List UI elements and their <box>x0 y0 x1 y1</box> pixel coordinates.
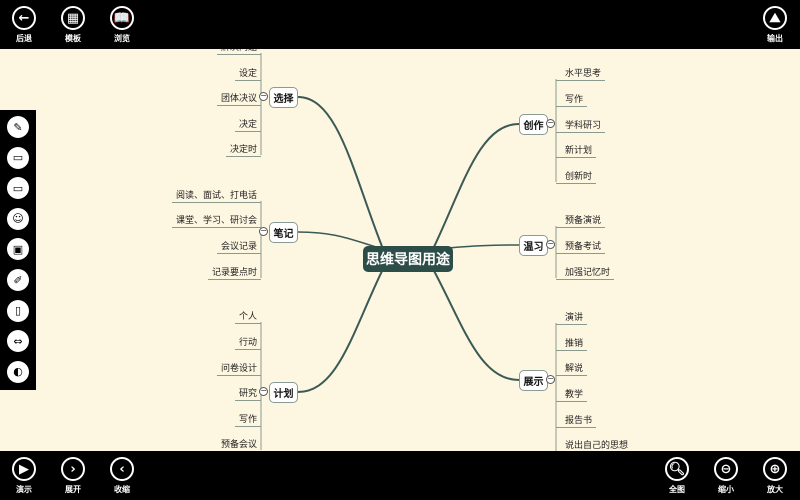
subtopic[interactable]: 写作 <box>234 412 261 427</box>
subtopic[interactable]: 决定 <box>234 117 261 132</box>
central-topic[interactable]: 思维导图用途 <box>363 246 453 272</box>
subtopic[interactable]: 学科研习 <box>556 118 606 133</box>
zoom-out-button[interactable]: ⊖缩小 <box>704 451 748 495</box>
note-icon[interactable]: ✐ <box>7 269 29 291</box>
branch-topic[interactable]: 展示 <box>519 370 548 391</box>
subtopic[interactable]: 问卷设计 <box>216 361 261 376</box>
book-icon: 📖 <box>110 6 134 30</box>
branch-topic[interactable]: 温习 <box>519 235 548 256</box>
subtopic[interactable]: 水平思考 <box>556 66 606 81</box>
link-icon[interactable]: ⇔ <box>7 330 29 353</box>
subtopic[interactable]: 团体决议 <box>216 91 261 106</box>
present-button[interactable]: ▶演示 <box>2 451 46 495</box>
export-button[interactable]: ⛰输出 <box>753 0 797 44</box>
emoji-icon[interactable]: ☺ <box>7 207 29 230</box>
mindmap-canvas[interactable]: 选择−解决问题设定团体决议决定决定时笔记−阅读、面试、打电话课堂、学习、研讨会会… <box>0 49 800 451</box>
subtopic[interactable]: 预备会议 <box>217 437 261 451</box>
subtopic[interactable]: 教学 <box>556 387 588 402</box>
back-arrow-icon: ← <box>12 6 36 30</box>
collapse-toggle-icon[interactable]: − <box>259 386 268 396</box>
branch-topic[interactable]: 创作 <box>519 114 548 135</box>
chevron-right-icon: › <box>61 457 85 481</box>
subtopic[interactable]: 决定时 <box>225 142 261 157</box>
export-image-icon: ⛰ <box>763 6 787 30</box>
browse-button[interactable]: 📖浏览 <box>100 0 144 44</box>
subtopic[interactable]: 研究 <box>234 386 261 401</box>
subtopic[interactable]: 创新时 <box>556 169 597 184</box>
subtopic[interactable]: 推销 <box>556 336 588 351</box>
branch-connector <box>297 268 384 393</box>
add-subtopic-icon[interactable]: ▭ <box>7 146 29 169</box>
branch-topic[interactable]: 笔记 <box>269 222 298 243</box>
add-sibling-icon[interactable]: ▭ <box>7 177 29 200</box>
back-button[interactable]: ←后退 <box>2 0 46 44</box>
subtopic[interactable]: 会议记录 <box>216 239 261 254</box>
subtopic[interactable]: 设定 <box>234 66 261 81</box>
collapse-toggle-icon[interactable]: − <box>546 239 555 249</box>
pencil-icon[interactable]: ✎ <box>7 116 29 138</box>
connector-lines <box>260 53 557 451</box>
subtopic[interactable]: 记录要点时 <box>207 265 261 280</box>
subtopic[interactable]: 预备演说 <box>556 213 606 228</box>
style-icon[interactable]: ◐ <box>7 360 29 383</box>
branch-connector <box>432 268 520 381</box>
subtopic[interactable]: 课堂、学习、研讨会 <box>171 213 261 228</box>
subtopic[interactable]: 说出自己的思想 <box>556 438 632 451</box>
subtopic[interactable]: 行动 <box>234 335 261 350</box>
attachment-icon[interactable]: ▯ <box>7 299 29 322</box>
subtopic[interactable]: 新计划 <box>556 143 597 158</box>
subtopic[interactable]: 演讲 <box>556 310 588 325</box>
branch-connector <box>432 123 520 250</box>
bottom-toolbar: ▶演示 ›展开 ‹收缩 🔍︎全图 ⊖缩小 ⊕放大 <box>0 451 800 500</box>
expand-button[interactable]: ›展开 <box>51 451 95 495</box>
chevron-left-icon: ‹ <box>110 457 134 481</box>
image-icon[interactable]: ▣ <box>7 238 29 261</box>
subtopic[interactable]: 写作 <box>556 92 588 107</box>
branch-connector <box>297 96 384 250</box>
subtopic[interactable]: 报告书 <box>556 413 597 428</box>
template-button[interactable]: ▦模板 <box>51 0 95 44</box>
subtopic[interactable]: 解决问题 <box>216 49 261 55</box>
branch-topic[interactable]: 计划 <box>269 382 298 403</box>
play-icon: ▶ <box>12 457 36 481</box>
zoom-in-icon: ⊕ <box>763 457 787 481</box>
zoom-out-icon: ⊖ <box>714 457 738 481</box>
template-grid-icon: ▦ <box>61 6 85 30</box>
tool-palette: ✎ ▭ ▭ ☺ ▣ ✐ ▯ ⇔ ◐ <box>0 110 36 390</box>
collapse-toggle-icon[interactable]: − <box>259 226 268 236</box>
subtopic[interactable]: 阅读、面试、打电话 <box>171 188 261 203</box>
fit-all-button[interactable]: 🔍︎全图 <box>655 451 699 495</box>
collapse-button[interactable]: ‹收缩 <box>100 451 144 495</box>
collapse-toggle-icon[interactable]: − <box>259 91 268 101</box>
subtopic[interactable]: 个人 <box>234 309 261 324</box>
collapse-toggle-icon[interactable]: − <box>546 118 555 128</box>
top-toolbar: ←后退 ▦模板 📖浏览 ⛰输出 <box>0 0 800 49</box>
search-icon: 🔍︎ <box>665 457 689 481</box>
branch-topic[interactable]: 选择 <box>269 87 298 108</box>
zoom-in-button[interactable]: ⊕放大 <box>753 451 797 495</box>
subtopic[interactable]: 加强记忆时 <box>556 265 615 280</box>
collapse-toggle-icon[interactable]: − <box>546 374 555 384</box>
subtopic[interactable]: 解说 <box>556 361 588 376</box>
subtopic[interactable]: 预备考试 <box>556 239 606 254</box>
